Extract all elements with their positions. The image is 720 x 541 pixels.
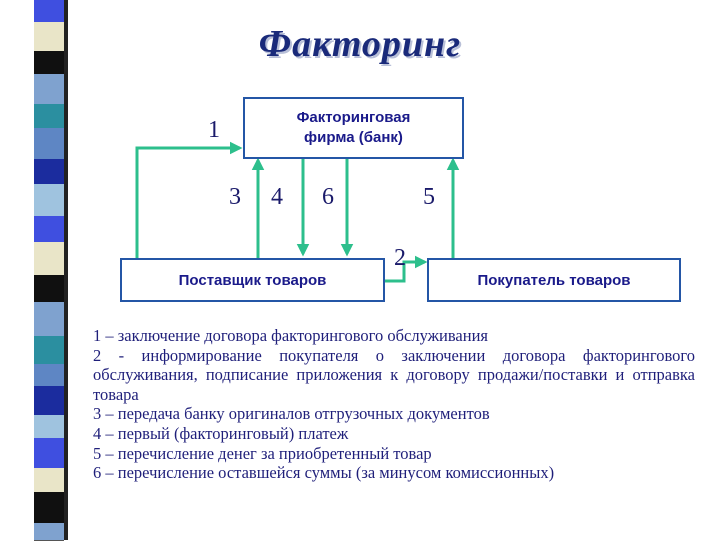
legend-item: 1 – заключение договора факторингового о… <box>93 326 695 346</box>
bank-label: Факторинговая фирма (банк) <box>279 108 429 148</box>
arrow-label-3: 3 <box>229 184 241 211</box>
arrow-label-2: 2 <box>394 245 406 272</box>
buyer-box: Покупатель товаров <box>427 258 681 302</box>
legend-item: 2 - информирование покупателя о заключен… <box>93 346 695 405</box>
arrow-label-6: 6 <box>322 184 334 211</box>
buyer-label: Покупатель товаров <box>477 272 630 289</box>
bank-box: Факторинговая фирма (банк) <box>243 97 464 159</box>
legend-item: 4 – первый (факторинговый) платеж <box>93 424 695 444</box>
supplier-label: Поставщик товаров <box>179 272 327 289</box>
legend: 1 – заключение договора факторингового о… <box>93 326 695 483</box>
arrow-label-4: 4 <box>271 184 283 211</box>
legend-item: 3 – передача банку оригиналов отгрузочны… <box>93 404 695 424</box>
arrow-label-1: 1 <box>208 117 220 144</box>
legend-item: 6 – перечисление оставшейся суммы (за ми… <box>93 463 695 483</box>
supplier-box: Поставщик товаров <box>120 258 385 302</box>
legend-item: 5 – перечисление денег за приобретенный … <box>93 444 695 464</box>
arrow-label-5: 5 <box>423 184 435 211</box>
arrow-1 <box>137 148 240 258</box>
